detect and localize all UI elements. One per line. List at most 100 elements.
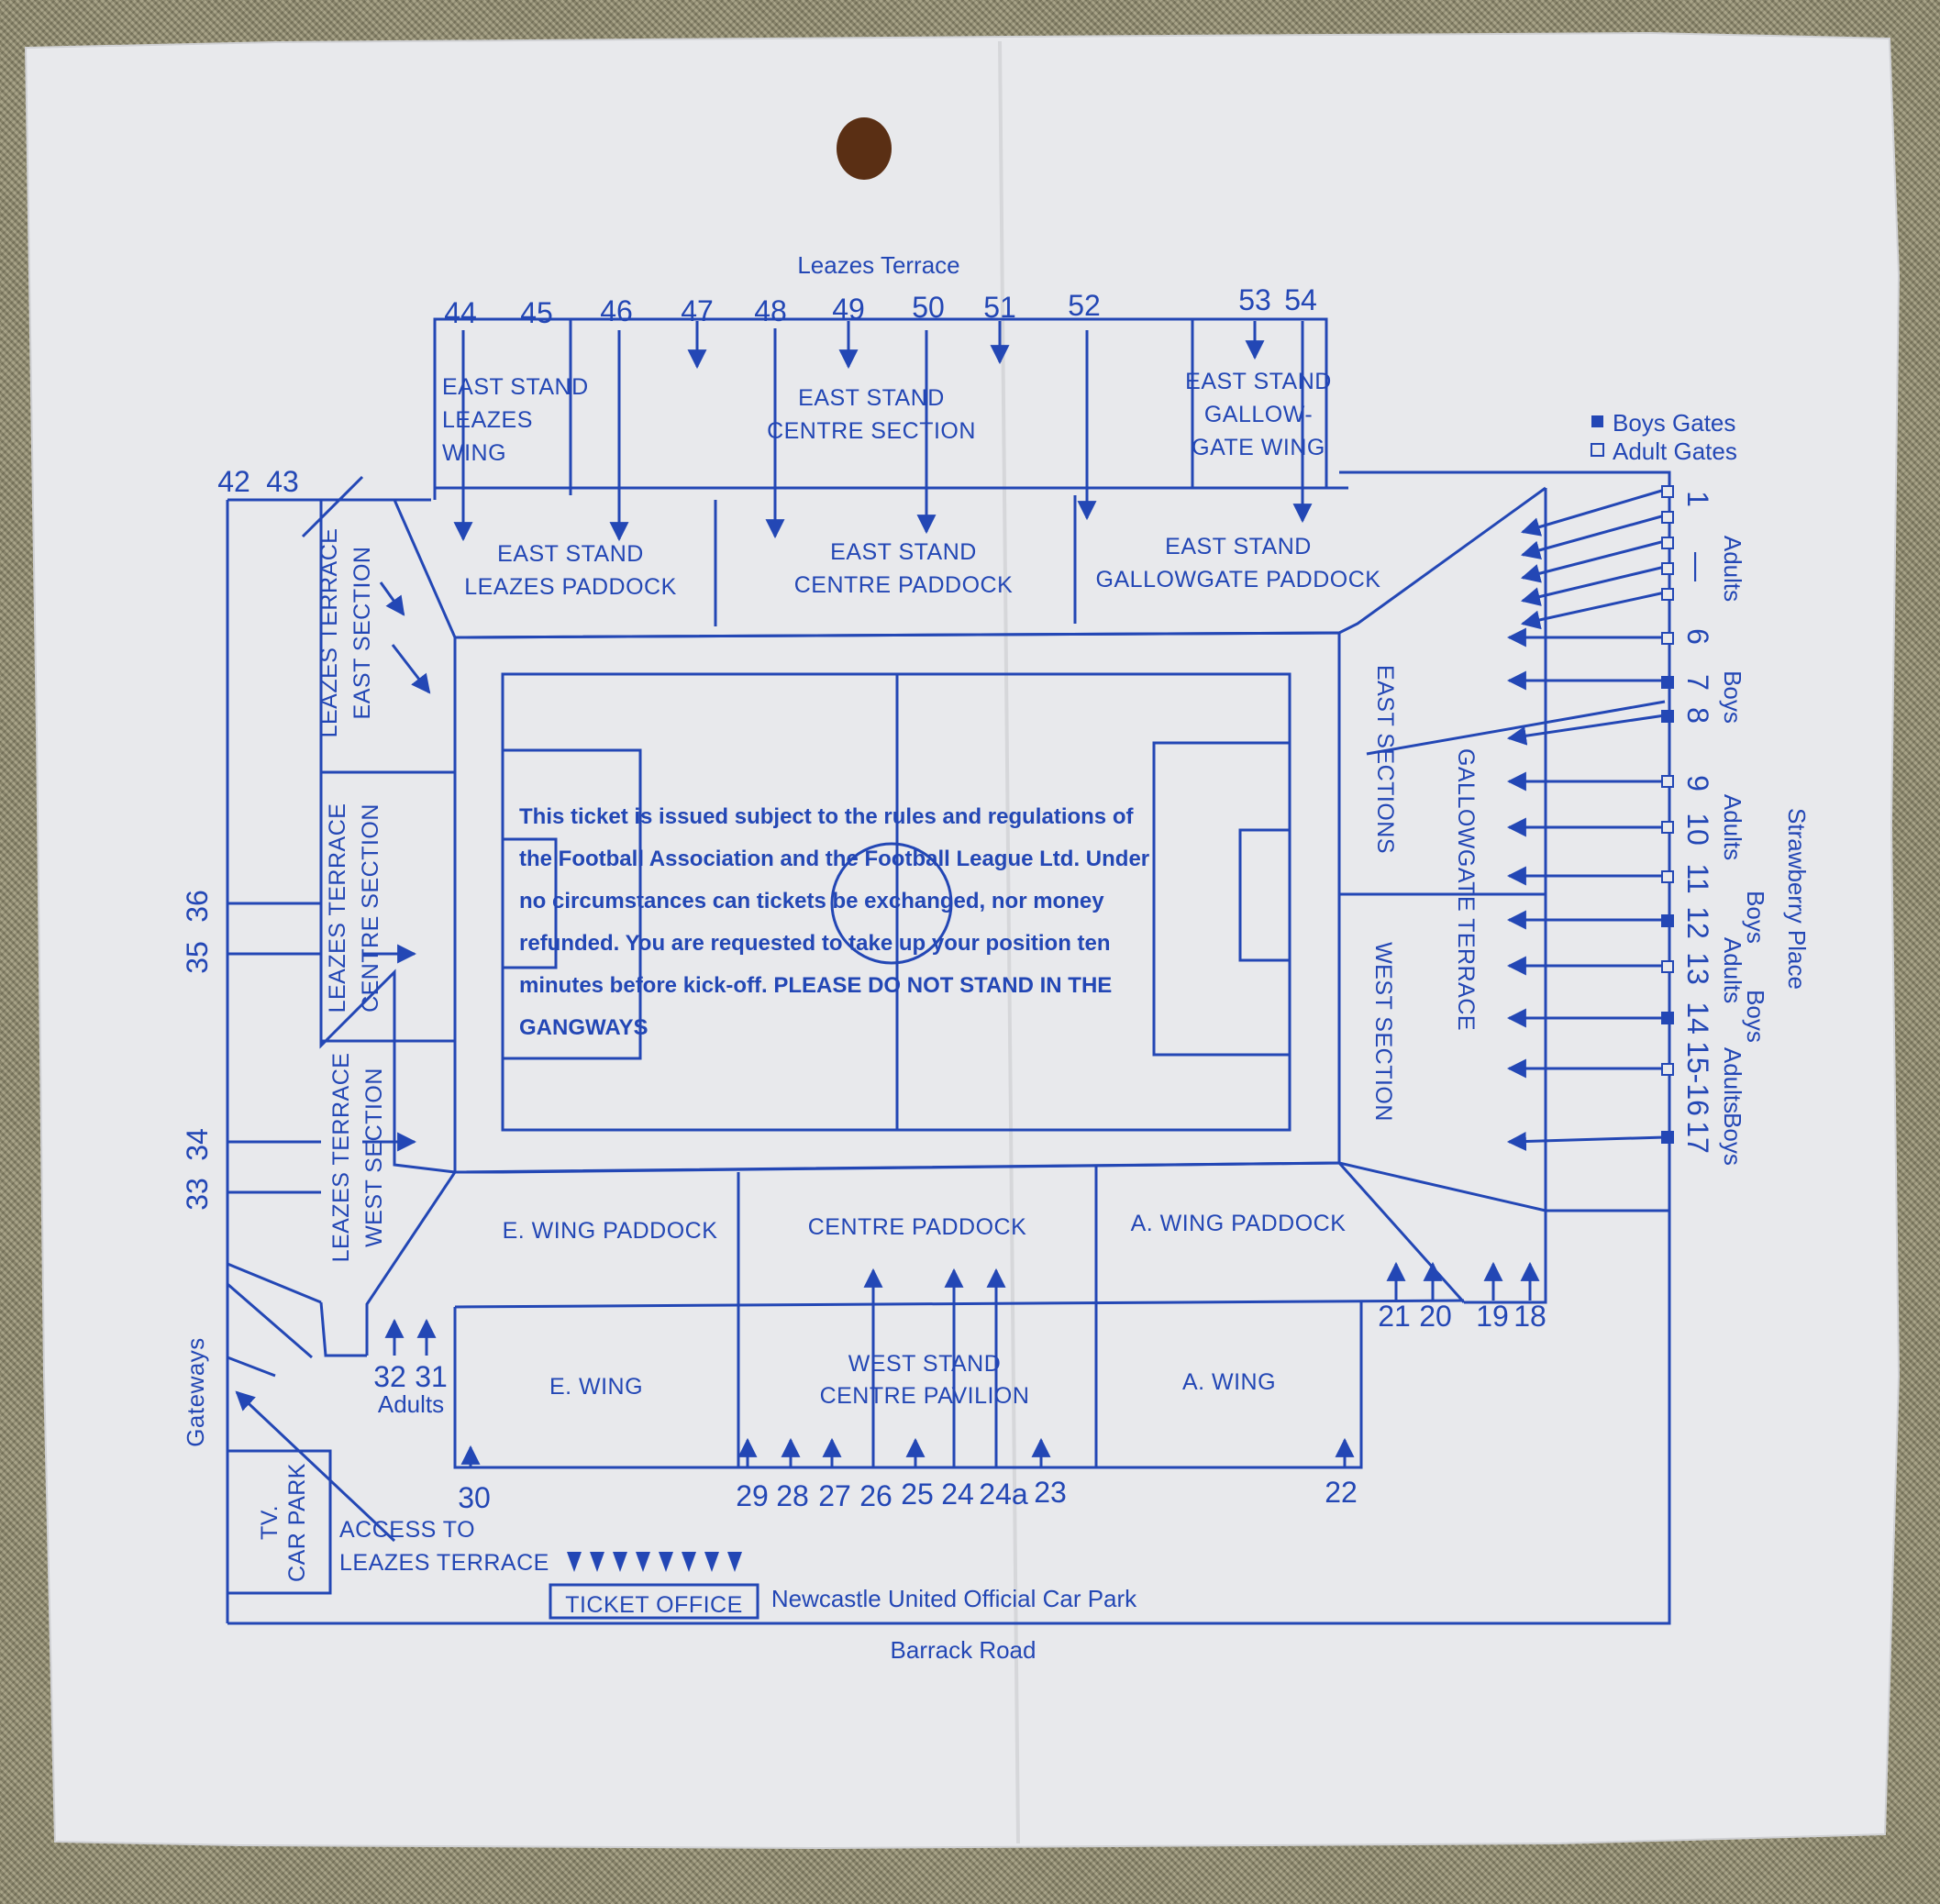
label-boys-4: Boys: [1719, 1113, 1746, 1166]
gate-7: 7: [1681, 674, 1714, 691]
gate-32: 32: [373, 1360, 406, 1393]
gate-47: 47: [681, 294, 714, 327]
adult-gate-legend-icon: [1591, 443, 1604, 457]
gate-34: 34: [181, 1128, 214, 1161]
gate-48: 48: [754, 294, 787, 327]
notice-line-1: This ticket is issued subject to the rul…: [519, 804, 1134, 829]
gate-29: 29: [736, 1479, 769, 1512]
west-stand-l1: WEST STAND: [848, 1351, 1002, 1377]
gate-12: 12: [1681, 906, 1714, 939]
gate-numbers-top: 44 45 46 47 48 49 50 51 52 53 54 42 43: [217, 283, 1317, 498]
label-boys-2: Boys: [1742, 891, 1769, 944]
east-stand-gallowgate-wing-l1: EAST STAND: [1185, 369, 1332, 394]
leazes-paddock-l2: LEAZES PADDOCK: [464, 574, 677, 600]
east-stand-leazes-wing-l1: EAST STAND: [442, 374, 589, 400]
notice-line-5: minutes before kick-off. PLEASE DO NOT S…: [519, 973, 1112, 998]
street-right: Strawberry Place: [1783, 808, 1811, 990]
label-adults-4: Adults: [1719, 1047, 1746, 1113]
access-l2: LEAZES TERRACE: [339, 1550, 549, 1576]
leazes-centre-l1: LEAZES TERRACE: [325, 803, 350, 1013]
gate-28: 28: [776, 1479, 809, 1512]
gate-24: 24: [941, 1478, 974, 1511]
gate-50: 50: [912, 291, 945, 324]
gate-18: 18: [1513, 1300, 1546, 1333]
gate-6: 6: [1681, 628, 1714, 645]
west-centre-paddock: CENTRE PADDOCK: [808, 1214, 1027, 1240]
label-adults-2: Adults: [1719, 794, 1746, 860]
label-adults-3: Adults: [1719, 937, 1746, 1003]
east-stand-leazes-wing-l3: WING: [442, 440, 506, 466]
gate-53: 53: [1238, 283, 1271, 316]
gallowgate-labels: EAST SECTIONS WEST SECTION GALLOWGATE TE…: [1370, 665, 1479, 1122]
stain: [837, 117, 892, 180]
gate-type-labels: Adults Boys Adults Boys Adults Boys Adul…: [1719, 536, 1769, 1166]
access-l1: ACCESS TO: [339, 1517, 475, 1543]
gate-20: 20: [1419, 1300, 1452, 1333]
east-stand-leazes-wing-l2: LEAZES: [442, 407, 533, 433]
west-stand-l2: CENTRE PAVILION: [820, 1383, 1030, 1409]
a-wing-paddock: A. WING PADDOCK: [1131, 1211, 1347, 1236]
gate-numbers-left: 36 35 34 33: [181, 890, 214, 1211]
gate-43: 43: [266, 465, 299, 498]
gate-11: 11: [1681, 863, 1714, 893]
notice-line-3: no circumstances can tickets be exchange…: [519, 889, 1104, 913]
gate-30: 30: [458, 1481, 491, 1514]
e-wing-paddock: E. WING PADDOCK: [503, 1218, 718, 1244]
gate-8: 8: [1681, 707, 1714, 724]
gate-54: 54: [1284, 283, 1317, 316]
a-wing: A. WING: [1182, 1369, 1276, 1395]
gate-25: 25: [901, 1478, 934, 1511]
leazes-terrace-labels: LEAZES TERRACE EAST SECTION LEAZES TERRA…: [316, 528, 387, 1263]
gate-31: 31: [415, 1360, 448, 1393]
gate-19: 19: [1476, 1300, 1509, 1333]
east-stand-gallowgate-wing-l2: GALLOW-: [1204, 402, 1313, 427]
tv-car-park-l2: CAR PARK: [284, 1463, 310, 1582]
notice-line-4: refunded. You are requested to take up y…: [519, 931, 1111, 956]
gallowgate-paddock-l2: GALLOWGATE PADDOCK: [1096, 567, 1381, 592]
gate-numbers-bottom: 30 29 28 27 26 25 24 24a 23 22 21 20 19 …: [373, 1300, 1546, 1514]
gate-23: 23: [1034, 1476, 1067, 1509]
gate-arrows: [227, 321, 1666, 1543]
gate-45: 45: [520, 296, 553, 329]
label-adults-1: Adults: [1719, 536, 1746, 602]
gate-21: 21: [1378, 1300, 1411, 1333]
gallowgate-paddock-l1: EAST STAND: [1165, 534, 1312, 559]
east-stand-gallowgate-wing-l3: GATE WING: [1192, 435, 1325, 460]
gate-24a: 24a: [979, 1478, 1028, 1511]
ticket-notice: This ticket is issued subject to the rul…: [519, 804, 1149, 1040]
east-stand-centre-section-l1: EAST STAND: [798, 385, 945, 411]
gate-9: 9: [1681, 775, 1714, 791]
centre-paddock-l1: EAST STAND: [830, 539, 977, 565]
leazes-paddock-l1: EAST STAND: [497, 541, 644, 567]
tv-car-park-l1: TV.: [257, 1505, 283, 1540]
notice-line-6: GANGWAYS: [519, 1015, 648, 1040]
gate-squares: [1661, 485, 1674, 1144]
gate-35: 35: [181, 941, 214, 974]
east-stand-labels: EAST STAND LEAZES WING EAST STAND CENTRE…: [442, 369, 1380, 600]
gate-1: 1: [1681, 491, 1714, 507]
gate-10: 10: [1681, 813, 1714, 846]
gate-22: 22: [1325, 1476, 1358, 1509]
label-boys-1: Boys: [1719, 670, 1746, 724]
legend-boys: Boys Gates: [1613, 409, 1735, 437]
e-wing: E. WING: [549, 1374, 643, 1400]
leazes-west-l2: WEST SECTION: [361, 1068, 387, 1247]
legend-adults: Adult Gates: [1613, 437, 1737, 465]
leazes-west-l1: LEAZES TERRACE: [328, 1053, 354, 1263]
ticket-office-arrows: [567, 1552, 742, 1572]
gateways: Gateways: [182, 1337, 209, 1447]
gate-numbers-right: 1 — 6 7 8 9 10 11 12 13 14 15-16 17: [1681, 491, 1714, 1154]
fold-line: [998, 40, 1020, 1844]
gate-51: 51: [983, 291, 1016, 324]
east-sections: EAST SECTIONS: [1372, 665, 1398, 854]
map-lines: [226, 317, 1671, 1625]
gallowgate-terrace: GALLOWGATE TERRACE: [1453, 748, 1479, 1031]
notice-line-2: the Football Association and the Footbal…: [519, 847, 1149, 871]
ticket-office: TICKET OFFICE: [565, 1592, 743, 1618]
east-stand-centre-section-l2: CENTRE SECTION: [767, 418, 976, 444]
gate-dash: —: [1681, 552, 1714, 581]
gate-26: 26: [859, 1479, 892, 1512]
gate-52: 52: [1068, 289, 1101, 322]
boys-gate-legend-icon: [1591, 415, 1603, 427]
